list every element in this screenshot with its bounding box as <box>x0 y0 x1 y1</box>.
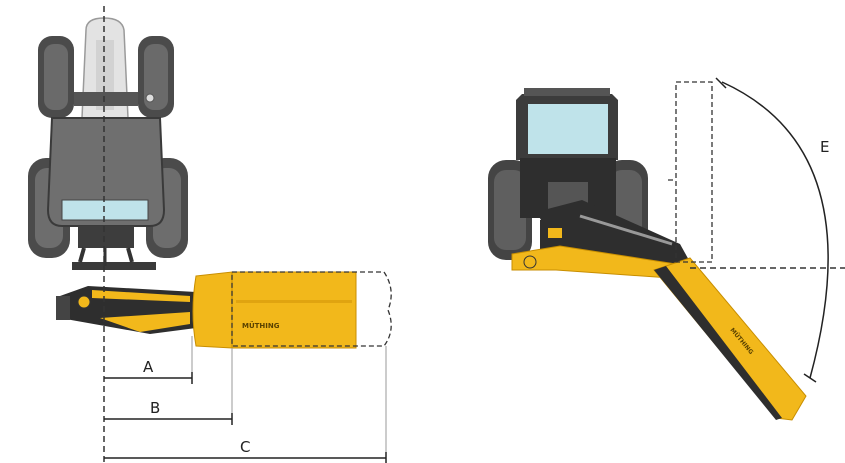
top-view: MÜTHING A B C <box>28 6 392 463</box>
label-c: C <box>240 438 250 456</box>
tractor-cab-roof <box>46 117 166 227</box>
label-e: E <box>820 138 829 156</box>
label-a: A <box>143 358 154 376</box>
label-b: B <box>150 399 160 417</box>
wheel-hub-icon <box>145 93 155 103</box>
dimension-a: A <box>104 358 193 384</box>
rear-view: MÜTHING E <box>488 77 845 421</box>
rear-window <box>61 199 149 221</box>
rear-hitch <box>78 226 134 248</box>
dimension-c: C <box>104 438 387 463</box>
mower-housing <box>231 271 357 349</box>
mower-vertical-outline <box>668 81 713 263</box>
dimension-e: E <box>715 77 829 383</box>
cab-rear-window <box>528 104 608 154</box>
front-axle <box>74 92 138 106</box>
front-tyre-left <box>38 36 74 118</box>
mower-head-top <box>192 271 233 349</box>
three-point-linkage <box>72 262 156 270</box>
front-tyre-right <box>138 36 174 118</box>
brand-logo: MÜTHING <box>242 321 280 330</box>
mower-extension-outline <box>231 271 392 347</box>
dimension-b: B <box>104 399 233 425</box>
